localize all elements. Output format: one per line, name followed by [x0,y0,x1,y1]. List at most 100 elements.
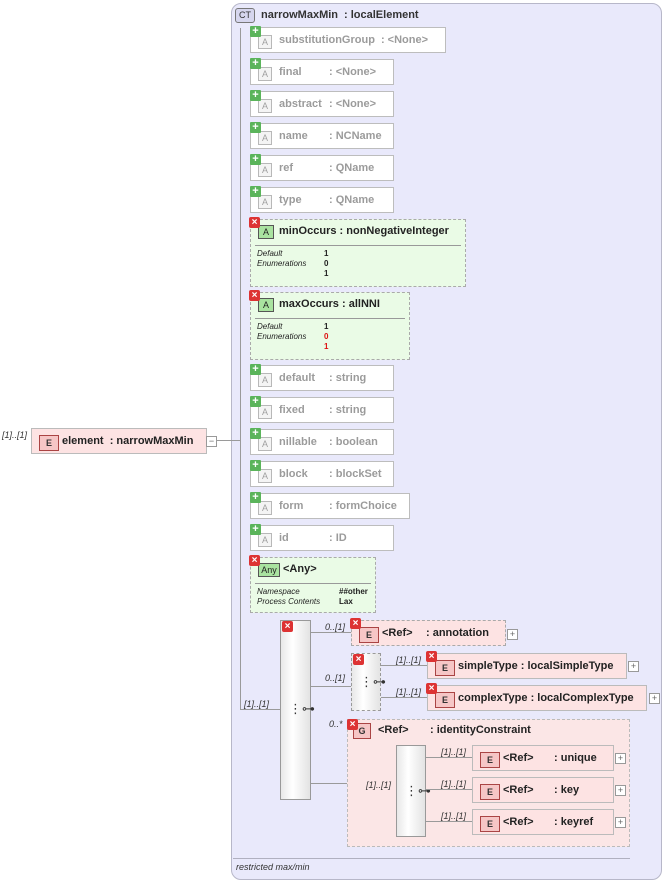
any-attribute[interactable]: Any× <Any> Namespace ##other Process Con… [249,555,376,613]
annotation-ref-node[interactable]: E× <Ref>: annotation [350,618,506,646]
complex-type-cardinality: [1]..[1] [396,687,422,697]
complex-type-name: narrowMaxMin [261,9,339,21]
attribute-icon: A [258,437,272,451]
attr-id[interactable]: A+ id: ID [250,524,394,551]
sequence-cardinality: [1]..[1] [244,699,270,709]
complex-type-type: : localElement [344,9,419,21]
group-type: : identityConstraint [430,724,531,736]
expand-icon[interactable]: + [507,629,518,640]
root-element-node[interactable]: E element : narrowMaxMin [31,428,207,454]
connector [381,697,427,698]
complex-type-node[interactable]: E× complexType : localComplexType [426,683,647,711]
expand-icon[interactable]: + [615,753,626,764]
connector [311,632,351,633]
optional-plus-icon: + [250,428,261,439]
expand-icon[interactable]: + [628,661,639,672]
attr-block[interactable]: A+ block: blockSet [250,460,394,487]
expand-icon[interactable]: + [649,693,660,704]
element-name: simpleType [458,660,518,672]
sequence-compositor[interactable]: ⋮⊶ [280,620,315,800]
attr-type: : formChoice [329,500,397,512]
attr-name: name [279,130,308,142]
attr-max-occurs[interactable]: A× maxOccurs : allNNI Default 1 Enumerat… [249,290,410,360]
prohibited-icon: × [426,651,437,662]
sequence-connector [240,709,280,710]
connector [426,789,472,790]
attr-type: : <None> [380,34,429,46]
keyref-cardinality: [1]..[1] [441,811,467,821]
group-ref-name: <Ref> [378,724,409,736]
attr-default[interactable]: A+ default: string [250,364,394,391]
inner-choice-cardinality: [1]..[1] [366,780,392,790]
element-icon: E [435,660,455,676]
attr-min-occurs[interactable]: A× minOccurs : nonNegativeInteger Defaul… [249,217,466,287]
complex-type-icon: CT [235,7,255,23]
element-icon: E [435,692,455,708]
attr-header: minOccurs : nonNegativeInteger [251,220,465,242]
attr-form[interactable]: A+ form: formChoice [250,492,410,519]
attr-type: : blockSet [329,468,382,480]
process-contents-value: Lax [339,597,353,606]
attr-abstract[interactable]: A+ abstract: <None> [250,90,394,117]
attr-name: default [279,372,316,384]
unique-ref-node[interactable]: E <Ref>: unique [472,745,614,771]
connector [426,821,472,822]
inner-choice-compositor[interactable]: ⋮⊶ [396,745,431,837]
attribute-icon: A [258,131,272,145]
prohibited-icon: × [353,654,364,665]
attr-name: maxOccurs [279,298,339,310]
expand-icon[interactable]: + [615,785,626,796]
attr-type: : nonNegativeInteger [339,225,449,237]
attr-name: final [279,66,302,78]
ref-name: <Ref> [503,784,534,796]
ref-name: <Ref> [503,752,534,764]
unique-cardinality: [1]..[1] [441,747,467,757]
prohibited-icon: × [282,621,293,632]
root-connector [207,440,241,441]
choice-icon: ⋮⊶ [405,783,431,798]
optional-plus-icon: + [250,122,261,133]
key-ref-node[interactable]: E <Ref> : key [472,777,614,803]
attr-type: : ID [329,532,347,544]
prohibited-icon: × [347,719,358,730]
attr-name: substitutionGroup [279,34,375,46]
attr-nillable[interactable]: A+ nillable: boolean [250,428,394,455]
complex-type-footer: restricted max/min [236,862,310,872]
attribute-icon: A [258,405,272,419]
attr-ref[interactable]: A+ ref: QName [250,154,394,181]
attribute-icon: A [258,469,272,483]
attr-type[interactable]: A+ type: QName [250,186,394,213]
attr-name-node[interactable]: A+ name: NCName [250,122,394,149]
element-icon: E [480,784,500,800]
choice-icon: ⋮⊶ [360,674,386,689]
attr-final[interactable]: A+ final: <None> [250,58,394,85]
attribute-icon: A [258,501,272,515]
ref-name: <Ref> [382,627,413,639]
any-title: <Any> [283,563,317,575]
attr-name: type [279,194,302,206]
connector [311,783,347,784]
namespace-value: ##other [339,587,368,596]
simple-type-node[interactable]: E× simpleType : localSimpleType [426,651,627,679]
group-cardinality: 0..* [329,719,343,729]
element-type: : localComplexType [530,692,634,704]
attr-fixed[interactable]: A+ fixed: string [250,396,394,423]
attribute-icon: A [258,533,272,547]
keyref-ref-node[interactable]: E <Ref>: keyref [472,809,614,835]
group-header: G× <Ref>: identityConstraint [347,719,630,741]
facet-default-value: 1 [324,322,329,331]
attribute-icon: A [258,298,274,312]
root-cardinality: [1]..[1] [2,430,28,440]
facet-default-value: 1 [324,249,329,258]
attr-name: minOccurs [279,225,337,237]
attr-substitution-group[interactable]: A+ substitutionGroup: <None> [250,26,446,53]
ref-type: : key [554,784,580,796]
attribute-icon: A [258,225,274,239]
prohibited-icon: × [249,555,260,566]
collapse-icon[interactable]: − [206,436,217,447]
facet-enum-value: 0 [324,259,329,268]
key-cardinality: [1]..[1] [441,779,467,789]
prohibited-icon: × [249,217,260,228]
expand-icon[interactable]: + [615,817,626,828]
optional-plus-icon: + [250,364,261,375]
